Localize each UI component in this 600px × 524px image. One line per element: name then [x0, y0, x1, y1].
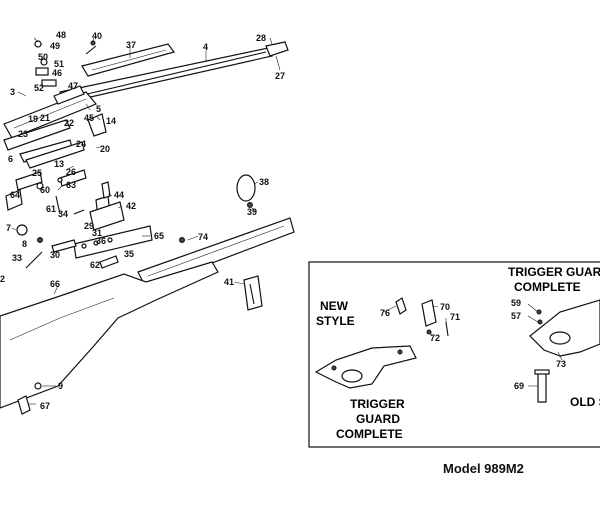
callout-46: 46: [52, 68, 62, 78]
callout-59: 59: [511, 298, 521, 308]
callout-40: 40: [92, 31, 102, 41]
callout-47: 47: [68, 81, 78, 91]
callout-57: 57: [511, 311, 521, 321]
callout-74: 74: [198, 232, 208, 242]
callout-9: 9: [58, 381, 63, 391]
trigger-guard-complete-line3: COMPLETE: [336, 427, 403, 441]
magazine: [243, 275, 263, 311]
callout-48: 48: [56, 30, 66, 40]
callout-21: 21: [40, 113, 50, 123]
trigger-group: [89, 181, 125, 231]
callout-2: 2: [0, 274, 5, 284]
callout-45: 45: [84, 113, 94, 123]
callout-36: 36: [96, 236, 106, 246]
callout-33: 33: [12, 253, 22, 263]
old-style-label: OLD S: [570, 395, 600, 409]
callout-41: 41: [224, 277, 234, 287]
barrel-shroud: [81, 43, 176, 77]
callout-50: 50: [38, 52, 48, 62]
callout-27: 27: [275, 71, 285, 81]
callout-14: 14: [106, 116, 116, 126]
model-label: Model 989M2: [443, 461, 524, 476]
inset-leader-lines: [383, 303, 563, 387]
sling-swivel: [236, 174, 256, 208]
callout-35: 35: [124, 249, 134, 259]
callout-24: 24: [76, 139, 86, 149]
callout-34: 34: [58, 209, 68, 219]
callout-26: 26: [66, 167, 76, 177]
callout-62: 62: [90, 260, 100, 270]
trigger-guard-complete-line2: GUARD: [356, 412, 400, 426]
trigger-guard-complete-right-line2: COMPLETE: [514, 280, 581, 294]
callout-37: 37: [126, 40, 136, 50]
callout-63: 63: [66, 180, 76, 190]
callout-60: 60: [40, 185, 50, 195]
bolt-assembly: [3, 119, 85, 169]
callout-22: 22: [64, 118, 74, 128]
callout-51: 51: [54, 59, 64, 69]
stock: [0, 261, 219, 409]
small-parts-cluster: [5, 40, 107, 215]
trigger-housing: [73, 225, 153, 259]
callout-61: 61: [46, 204, 56, 214]
callout-72: 72: [430, 333, 440, 343]
callout-42: 42: [126, 201, 136, 211]
callout-73: 73: [556, 359, 566, 369]
leader-lines: [11, 37, 281, 405]
barrel: [59, 41, 289, 104]
butt-parts: [17, 382, 42, 415]
inset-labels: NEW STYLE TRIGGER GUARD COMPLETE TRIGGER…: [316, 265, 600, 441]
callout-49: 49: [50, 41, 60, 51]
receiver: [3, 85, 97, 139]
callout-28: 28: [256, 33, 266, 43]
new-style-trigger-guard: [314, 297, 449, 389]
callout-76: 76: [380, 308, 390, 318]
callout-70: 70: [440, 302, 450, 312]
old-style-trigger-guard: [529, 299, 600, 403]
trigger-guard-complete-right-line1: TRIGGER GUARD: [508, 265, 600, 279]
callout-20: 20: [100, 144, 110, 154]
new-style-label-line2: STYLE: [316, 314, 355, 328]
callout-19: 19: [28, 114, 38, 124]
callout-31: 31: [92, 228, 102, 238]
inset-callouts: 76 70 71 72 59 57 73 69: [380, 298, 566, 391]
callout-67: 67: [40, 401, 50, 411]
callout-13: 13: [54, 159, 64, 169]
callout-25: 25: [32, 168, 42, 178]
callout-4: 4: [203, 42, 208, 52]
callout-52: 52: [34, 83, 44, 93]
callout-64: 64: [10, 190, 20, 200]
callout-66: 66: [50, 279, 60, 289]
callout-numbers: 48 49 40 37 4 28 27 50 51 46 52 47 3 5 4…: [0, 30, 285, 411]
callout-5: 5: [96, 104, 101, 114]
callout-65: 65: [154, 231, 164, 241]
callout-8: 8: [22, 239, 27, 249]
trigger-guard-complete-line1: TRIGGER: [350, 397, 405, 411]
callout-30: 30: [50, 250, 60, 260]
callout-29: 29: [84, 221, 94, 231]
callout-3: 3: [10, 87, 15, 97]
callout-23: 23: [18, 129, 28, 139]
callout-39: 39: [247, 207, 257, 217]
callout-6: 6: [8, 154, 13, 164]
callout-71: 71: [450, 312, 460, 322]
trigger-pins: [16, 224, 119, 269]
callout-7: 7: [6, 223, 11, 233]
new-style-label-line1: NEW: [320, 299, 349, 313]
callout-38: 38: [259, 177, 269, 187]
callout-44: 44: [114, 190, 124, 200]
callout-69: 69: [514, 381, 524, 391]
